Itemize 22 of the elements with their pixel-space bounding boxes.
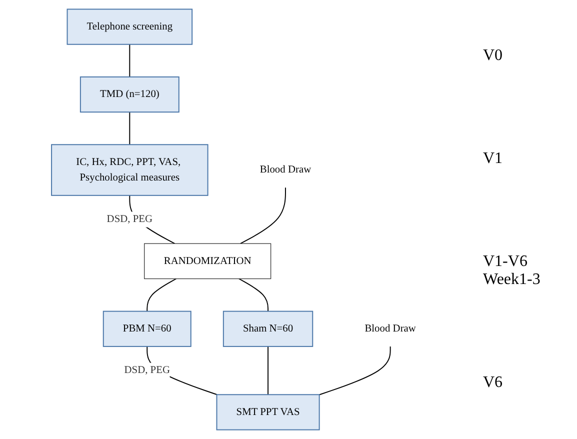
connector xyxy=(318,346,391,396)
node-text: Blood Draw xyxy=(364,323,416,334)
visit-label: V1 xyxy=(483,150,504,168)
visit-label: V6 xyxy=(483,374,504,392)
edge-label: DSD, PEG xyxy=(124,364,170,376)
node-box: TMD (n=120) xyxy=(80,76,180,113)
visit-label: V0 xyxy=(483,46,504,65)
connector xyxy=(238,278,269,312)
node-box: RANDOMIZATION xyxy=(144,243,272,280)
connector xyxy=(146,278,177,312)
visit-label: V1-V6 Week1-3 xyxy=(483,253,542,290)
node-box: IC, Hx, RDC, PPT, VAS, Psychological measures xyxy=(51,144,208,196)
node-box: SMT PPT VAS xyxy=(216,394,320,430)
connector xyxy=(240,187,286,244)
node-box: Telephone screening xyxy=(66,8,193,45)
node-box: Sham N=60 xyxy=(222,310,314,347)
node-text: Blood Draw xyxy=(260,164,312,176)
edge-label: DSD, PEG xyxy=(106,214,153,225)
node-box: PBM N=60 xyxy=(102,310,192,347)
connector xyxy=(129,112,130,146)
connector xyxy=(129,44,130,78)
connector xyxy=(268,346,269,396)
